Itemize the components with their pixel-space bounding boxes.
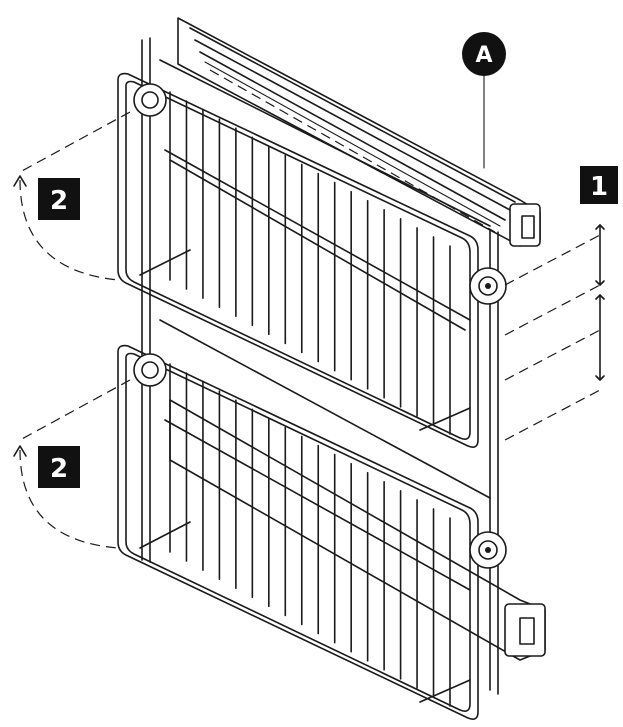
callout-2-upper-label: 2 xyxy=(50,186,68,216)
callout-a: A xyxy=(462,32,506,76)
frame-posts xyxy=(141,37,499,695)
upper-basket xyxy=(117,59,507,448)
callout-2-lower-label: 2 xyxy=(50,454,68,484)
top-mounting-rail xyxy=(177,17,541,247)
lower-basket xyxy=(117,319,507,720)
tilt-guides xyxy=(13,111,131,549)
callout-2-lower: 2 xyxy=(38,446,80,488)
callout-1: 1 xyxy=(580,166,618,204)
callout-1-label: 1 xyxy=(590,172,608,202)
callout-2-upper: 2 xyxy=(38,178,80,220)
bottom-mounting-rail xyxy=(169,399,546,661)
callout-a-label: A xyxy=(475,43,492,68)
vertical-travel-guides xyxy=(504,224,605,441)
